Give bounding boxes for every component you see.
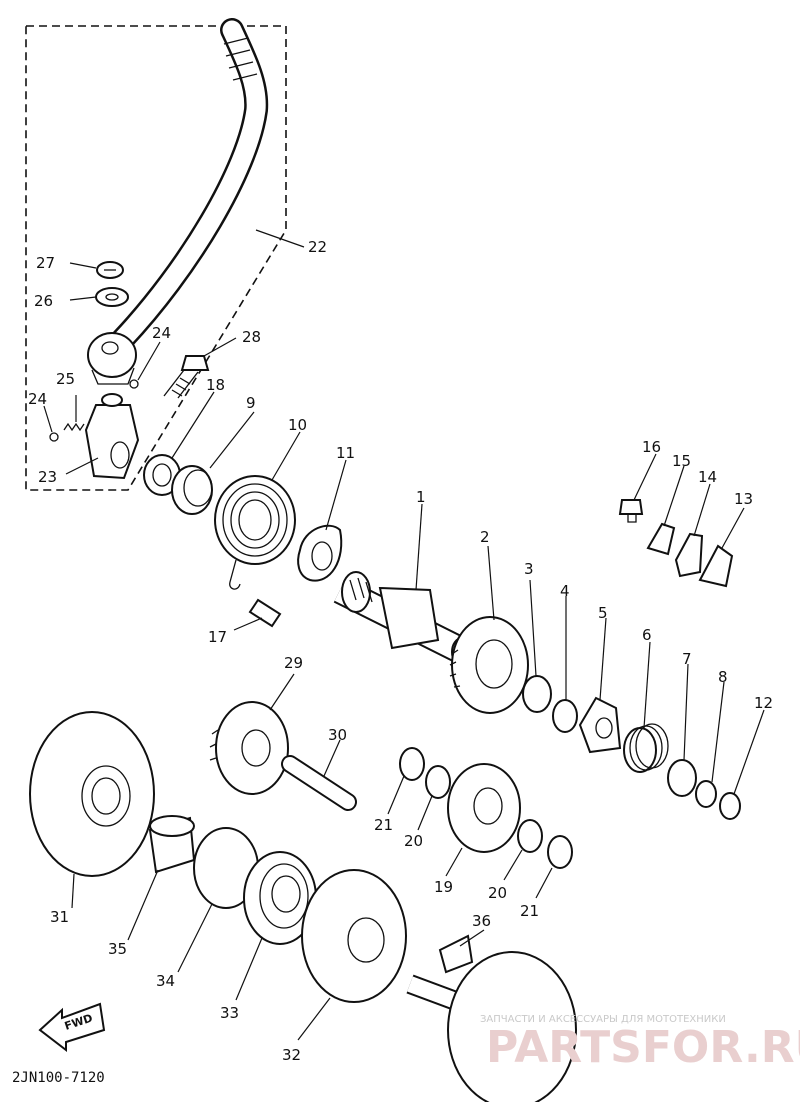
circlip-21-right-shape (547, 835, 573, 869)
circlip-4-shape (552, 699, 578, 733)
diagram-code: 2JN100-7120 (12, 1070, 105, 1086)
part-label-27: 27 (36, 254, 55, 272)
kick-axle-1-shape (333, 571, 473, 667)
part-label-32: 32 (282, 1046, 301, 1064)
spring-guide-9-shape (171, 465, 213, 515)
oil-seal-18-shape (143, 454, 181, 496)
pin-17-shape (248, 598, 282, 628)
clip-27-shape (96, 261, 124, 279)
torsion-spring-10-shape (214, 475, 296, 590)
part-label-28: 28 (242, 328, 261, 346)
washer-12-shape (719, 792, 741, 820)
spring-stopper-11-shape (297, 524, 343, 582)
washer-7-shape (667, 759, 697, 797)
plate-14-shape (674, 532, 704, 578)
part-label-12: 12 (754, 694, 773, 712)
one-way-clutch-33-shape (243, 851, 317, 945)
ball-24-lower (49, 432, 59, 442)
plate-15-shape (646, 522, 676, 556)
part-label-14: 14 (698, 468, 717, 486)
part-label-2: 2 (480, 528, 490, 546)
part-label-5: 5 (598, 604, 608, 622)
part-label-21b: 21 (520, 902, 539, 920)
shaft-30-shape (281, 755, 357, 811)
forward-arrow-icon (38, 1002, 106, 1053)
kick-lever-boss (87, 332, 137, 385)
part-label-30: 30 (328, 726, 347, 744)
part-label-15: 15 (672, 452, 691, 470)
part-label-20a: 20 (404, 832, 423, 850)
part-label-23: 23 (38, 468, 57, 486)
part-label-19: 19 (434, 878, 453, 896)
ratchet-spring-6-shape (623, 723, 669, 773)
washer-20-right-shape (517, 819, 543, 853)
idler-gear-29-shape (209, 701, 289, 795)
part-label-21a: 21 (374, 816, 393, 834)
watermark-caption: ЗАПЧАСТИ И АКСЕССУАРЫ ДЛЯ МОТОТЕХНИКИ (480, 1014, 726, 1025)
part-label-25: 25 (56, 370, 75, 388)
part-label-16: 16 (642, 438, 661, 456)
part-label-31: 31 (50, 908, 69, 926)
washer-26-shape (95, 287, 129, 307)
part-label-24a: 24 (152, 324, 171, 342)
kick-crank-lever (110, 18, 269, 352)
output-shaft-shape (406, 951, 577, 1102)
primary-gear-31-shape (29, 711, 155, 877)
part-label-20b: 20 (488, 884, 507, 902)
part-label-34: 34 (156, 972, 175, 990)
part-label-17: 17 (208, 628, 227, 646)
part-label-24b: 24 (28, 390, 47, 408)
gear-19-shape (447, 763, 521, 853)
bolt-16-shape (618, 499, 644, 523)
part-label-18: 18 (206, 376, 225, 394)
part-number-labels: 1 2 3 4 5 6 7 8 9 10 11 12 13 14 15 16 1… (28, 238, 773, 1064)
kick-assembly-dashed-box (25, 25, 287, 491)
gear-32-shape (301, 869, 407, 1003)
washer-3-shape (522, 675, 552, 713)
washer-20-left-shape (425, 765, 451, 799)
part-label-11: 11 (336, 444, 355, 462)
kick-boss-23-shape (84, 393, 140, 480)
part-label-4: 4 (560, 582, 570, 600)
ball-24-upper (129, 379, 139, 389)
part-label-6: 6 (642, 626, 652, 644)
key-36-shape (438, 934, 474, 974)
part-label-35: 35 (108, 940, 127, 958)
leader-lines (43, 229, 765, 1041)
part-label-1: 1 (416, 488, 426, 506)
part-label-33: 33 (220, 1004, 239, 1022)
part-label-7: 7 (682, 650, 692, 668)
part-label-26: 26 (34, 292, 53, 310)
part-label-36: 36 (472, 912, 491, 930)
circlip-8-shape (695, 780, 717, 808)
plate-13-shape (698, 544, 734, 588)
part-label-13: 13 (734, 490, 753, 508)
circlip-21-left-shape (399, 747, 425, 781)
watermark-brand: PARTSFOR.RU (486, 1022, 800, 1073)
part-label-9: 9 (246, 394, 256, 412)
part-label-22: 22 (308, 238, 327, 256)
bolt-28-shape (163, 355, 210, 399)
spring-25-shape (63, 422, 85, 432)
part-label-3: 3 (524, 560, 534, 578)
part-label-29: 29 (284, 654, 303, 672)
part-label-8: 8 (718, 668, 728, 686)
kick-gear-2-shape (449, 616, 529, 714)
ratchet-5-shape (578, 696, 622, 754)
collar-35-shape (148, 815, 196, 874)
part-label-10: 10 (288, 416, 307, 434)
